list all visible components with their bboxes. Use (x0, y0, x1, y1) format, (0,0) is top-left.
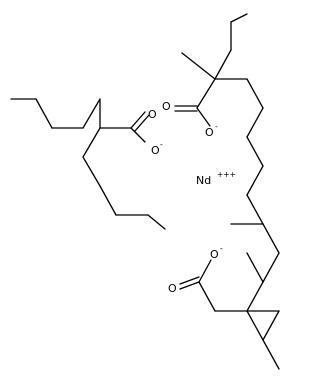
charge-nd: +++ (217, 170, 236, 179)
bond (147, 214, 166, 230)
bond (246, 252, 264, 283)
atom-o-left-carboxylate: O (151, 144, 160, 157)
charge-o-top-right: - (215, 122, 218, 131)
atom-o-bottom: O (210, 248, 219, 261)
bond (246, 136, 264, 167)
bond (179, 276, 200, 285)
atom-labels: O O - O O - Nd +++ O - O (148, 100, 236, 295)
charge-o-left: - (160, 140, 163, 149)
top-right-ligand (174, 13, 280, 283)
bond (246, 194, 264, 225)
atom-o-top-left: O (148, 108, 157, 121)
bond (179, 281, 200, 290)
bond (82, 127, 101, 158)
atom-o-top-right: O (205, 126, 214, 139)
bond (196, 107, 211, 127)
atom-o-bottom-carbonyl: O (168, 282, 177, 295)
bond (246, 78, 264, 109)
bond (196, 78, 216, 109)
bond (246, 281, 264, 312)
bond (198, 281, 216, 312)
bond (35, 98, 53, 129)
bond (246, 310, 264, 341)
bond (230, 13, 248, 23)
bond (246, 107, 264, 138)
bond (130, 127, 146, 143)
bond (198, 259, 212, 283)
bond (82, 156, 101, 187)
bond (262, 339, 280, 370)
bond (99, 185, 117, 216)
bond (262, 223, 280, 254)
bond (262, 252, 280, 283)
left-ligand (10, 98, 166, 230)
bond (130, 111, 146, 129)
bottom-ligand (179, 259, 280, 370)
bond (82, 98, 101, 129)
bond (246, 165, 264, 196)
bond (181, 52, 216, 80)
charge-o-bottom: - (220, 244, 223, 253)
atom-o-top-carbonyl: O (162, 100, 171, 113)
atom-nd: Nd (196, 174, 211, 187)
bond (134, 114, 150, 132)
bond (262, 310, 280, 341)
bond (214, 49, 232, 80)
